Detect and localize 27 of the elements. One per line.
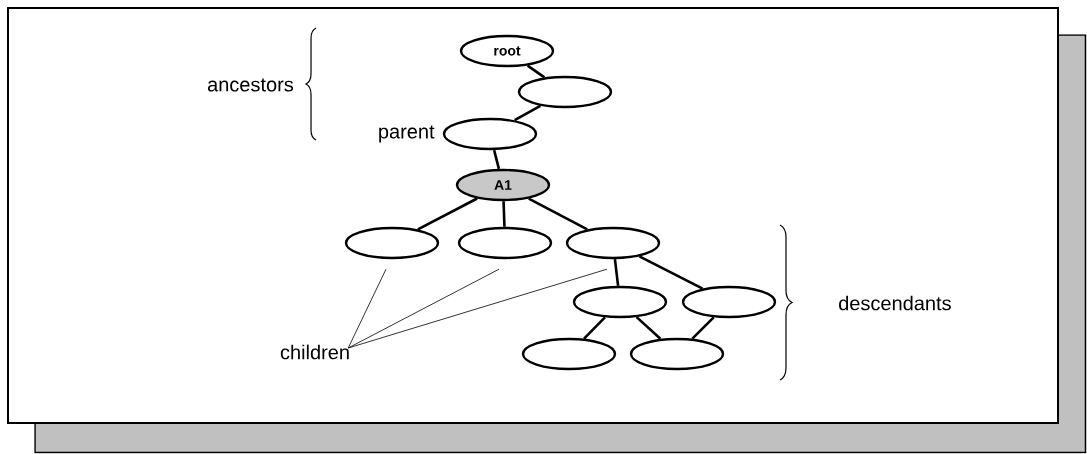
tree-edge	[514, 104, 541, 122]
tree-node-ellipse	[457, 226, 553, 260]
tree-node-ellipse	[521, 337, 617, 371]
tree-node-ellipse	[442, 117, 538, 151]
tree-edge	[502, 201, 506, 227]
tree-node-ellipse	[572, 285, 668, 319]
leader-line	[347, 268, 500, 349]
tree-edge	[613, 259, 620, 286]
text-label: ancestors	[207, 78, 294, 92]
leader-line	[347, 268, 608, 349]
tree-node-ellipse	[344, 226, 440, 260]
tree-edge	[638, 255, 704, 290]
tree-edge	[528, 197, 588, 231]
beside-label: parent	[379, 125, 435, 143]
tree-node-ellipse	[629, 337, 725, 371]
leader-line	[347, 268, 387, 349]
tree-edge	[691, 316, 715, 340]
tree-edge	[492, 149, 501, 170]
tree-node-ellipse	[681, 285, 777, 319]
tree-node-ellipse	[565, 226, 661, 260]
text-label: children	[280, 344, 349, 360]
tree-edge	[526, 64, 546, 79]
text-label: descendants	[839, 295, 951, 311]
tree-edge	[635, 316, 662, 340]
tree-edge	[583, 316, 606, 340]
tree-node-ellipse	[517, 75, 613, 109]
tree-edge	[417, 197, 478, 231]
